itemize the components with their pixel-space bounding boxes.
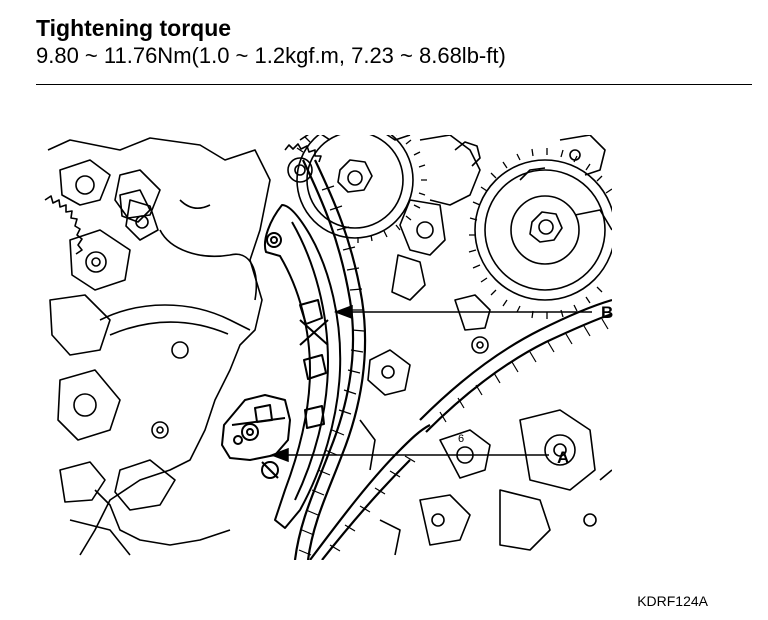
chain-tensioner-arm [264,204,342,529]
left-gear-teeth [44,195,83,255]
torque-header: Tightening torque 9.80 ~ 11.76Nm(1.0 ~ 1… [36,14,736,70]
chain-tensioner [221,394,291,479]
callout-b-arrowhead [333,304,353,320]
header-divider [36,84,752,85]
figure-code: KDRF124A [637,593,708,609]
torque-spec: 9.80 ~ 11.76Nm(1.0 ~ 1.2kgf.m, 7.23 ~ 8.… [36,43,506,68]
exhaust-cam-sprocket [474,159,612,301]
engine-block-outline [47,137,271,556]
torque-title: Tightening torque [36,15,232,41]
callout-b-label: B [601,303,614,322]
callout-a-label: A [557,448,570,467]
callout-a-arrowhead [269,447,289,463]
svg-text:6: 6 [458,433,464,445]
intake-cam-sprocket [296,135,414,239]
timing-chain-right-run [419,298,612,421]
timing-chain-left-run [293,159,355,560]
small-sprocket [287,157,313,183]
